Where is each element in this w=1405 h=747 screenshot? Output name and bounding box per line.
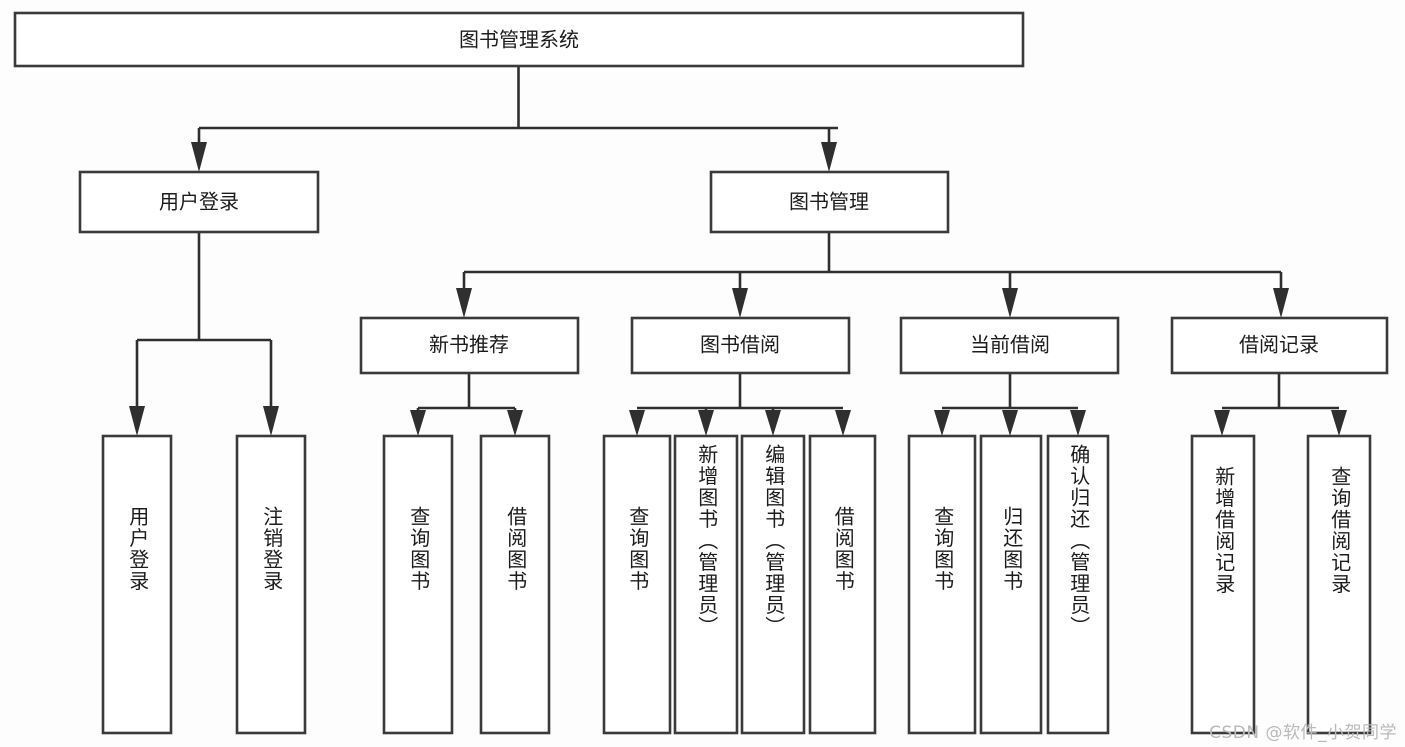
arrow-head-leaf-logout <box>263 406 279 436</box>
arrow-head-bb-leaf-2 <box>698 410 714 436</box>
leaf-box-bb-query-book[interactable] <box>602 434 672 735</box>
arrow-head-book-mgmt <box>821 142 837 172</box>
node-book-management[interactable] <box>709 170 950 234</box>
leaf-box-br-add-record[interactable] <box>1190 434 1256 735</box>
nodes-layer <box>13 11 1389 735</box>
horizontal-labels-layer: 图书管理系统 用户登录 图书管理 新书推荐 图书借阅 当前借阅 借阅记录 <box>159 28 1319 357</box>
leaf-box-cb-query-book[interactable] <box>907 434 977 735</box>
arrow-head-cb-leaf-1 <box>934 410 950 436</box>
node-new-book-recommend[interactable] <box>359 316 580 375</box>
label-borrow-record: 借阅记录 <box>1239 333 1319 357</box>
leaf-box-user-login[interactable] <box>101 434 173 735</box>
arrow-head-nb-leaf-2 <box>507 410 523 436</box>
arrow-head-bb-leaf-4 <box>835 410 851 436</box>
label-current-borrow: 当前借阅 <box>970 333 1050 357</box>
node-book-borrow[interactable] <box>630 316 851 375</box>
leaf-box-bb-borrow-book[interactable] <box>808 434 877 735</box>
arrow-head-bb-leaf-3 <box>765 410 781 436</box>
leaf-box-cb-confirm-return[interactable] <box>1046 434 1110 735</box>
arrow-head-cb-leaf-3 <box>1070 410 1086 436</box>
leaf-box-br-query-record[interactable] <box>1306 434 1372 735</box>
leaf-box-cb-return-book[interactable] <box>979 434 1043 735</box>
node-borrow-record[interactable] <box>1170 316 1389 375</box>
leaf-box-bb-add-book[interactable] <box>673 434 739 735</box>
arrow-head-book-borrow <box>732 288 748 318</box>
node-root-book-management-system[interactable] <box>13 11 1025 68</box>
leaf-box-bb-edit-book[interactable] <box>740 434 806 735</box>
arrow-head-user-login <box>191 142 207 172</box>
arrow-head-bb-leaf-1 <box>629 410 645 436</box>
label-root: 图书管理系统 <box>459 28 579 52</box>
label-book-management: 图书管理 <box>789 190 869 214</box>
node-user-login[interactable] <box>78 170 320 234</box>
label-book-borrow: 图书借阅 <box>700 333 780 357</box>
watermark: CSDN @软件_小贺同学 <box>1209 723 1397 743</box>
arrow-head-br-leaf-1 <box>1214 410 1230 436</box>
label-user-login: 用户登录 <box>159 190 239 214</box>
node-current-borrow[interactable] <box>899 316 1120 375</box>
arrow-head-br-leaf-2 <box>1331 410 1347 436</box>
arrow-head-new-book <box>456 288 472 318</box>
leaf-box-logout[interactable] <box>235 434 307 735</box>
leaf-box-nb-borrow-book[interactable] <box>479 434 551 735</box>
leaf-box-nb-query-book[interactable] <box>382 434 454 735</box>
arrow-head-nb-leaf-1 <box>410 410 426 436</box>
connectors-layer <box>129 66 1347 436</box>
arrow-head-cb-leaf-2 <box>1002 410 1018 436</box>
arrow-head-leaf-user-login <box>129 406 145 436</box>
arrow-head-borrow-record <box>1273 288 1289 318</box>
arrow-head-current-borrow <box>1002 288 1018 318</box>
label-new-book-recommend: 新书推荐 <box>429 333 509 357</box>
